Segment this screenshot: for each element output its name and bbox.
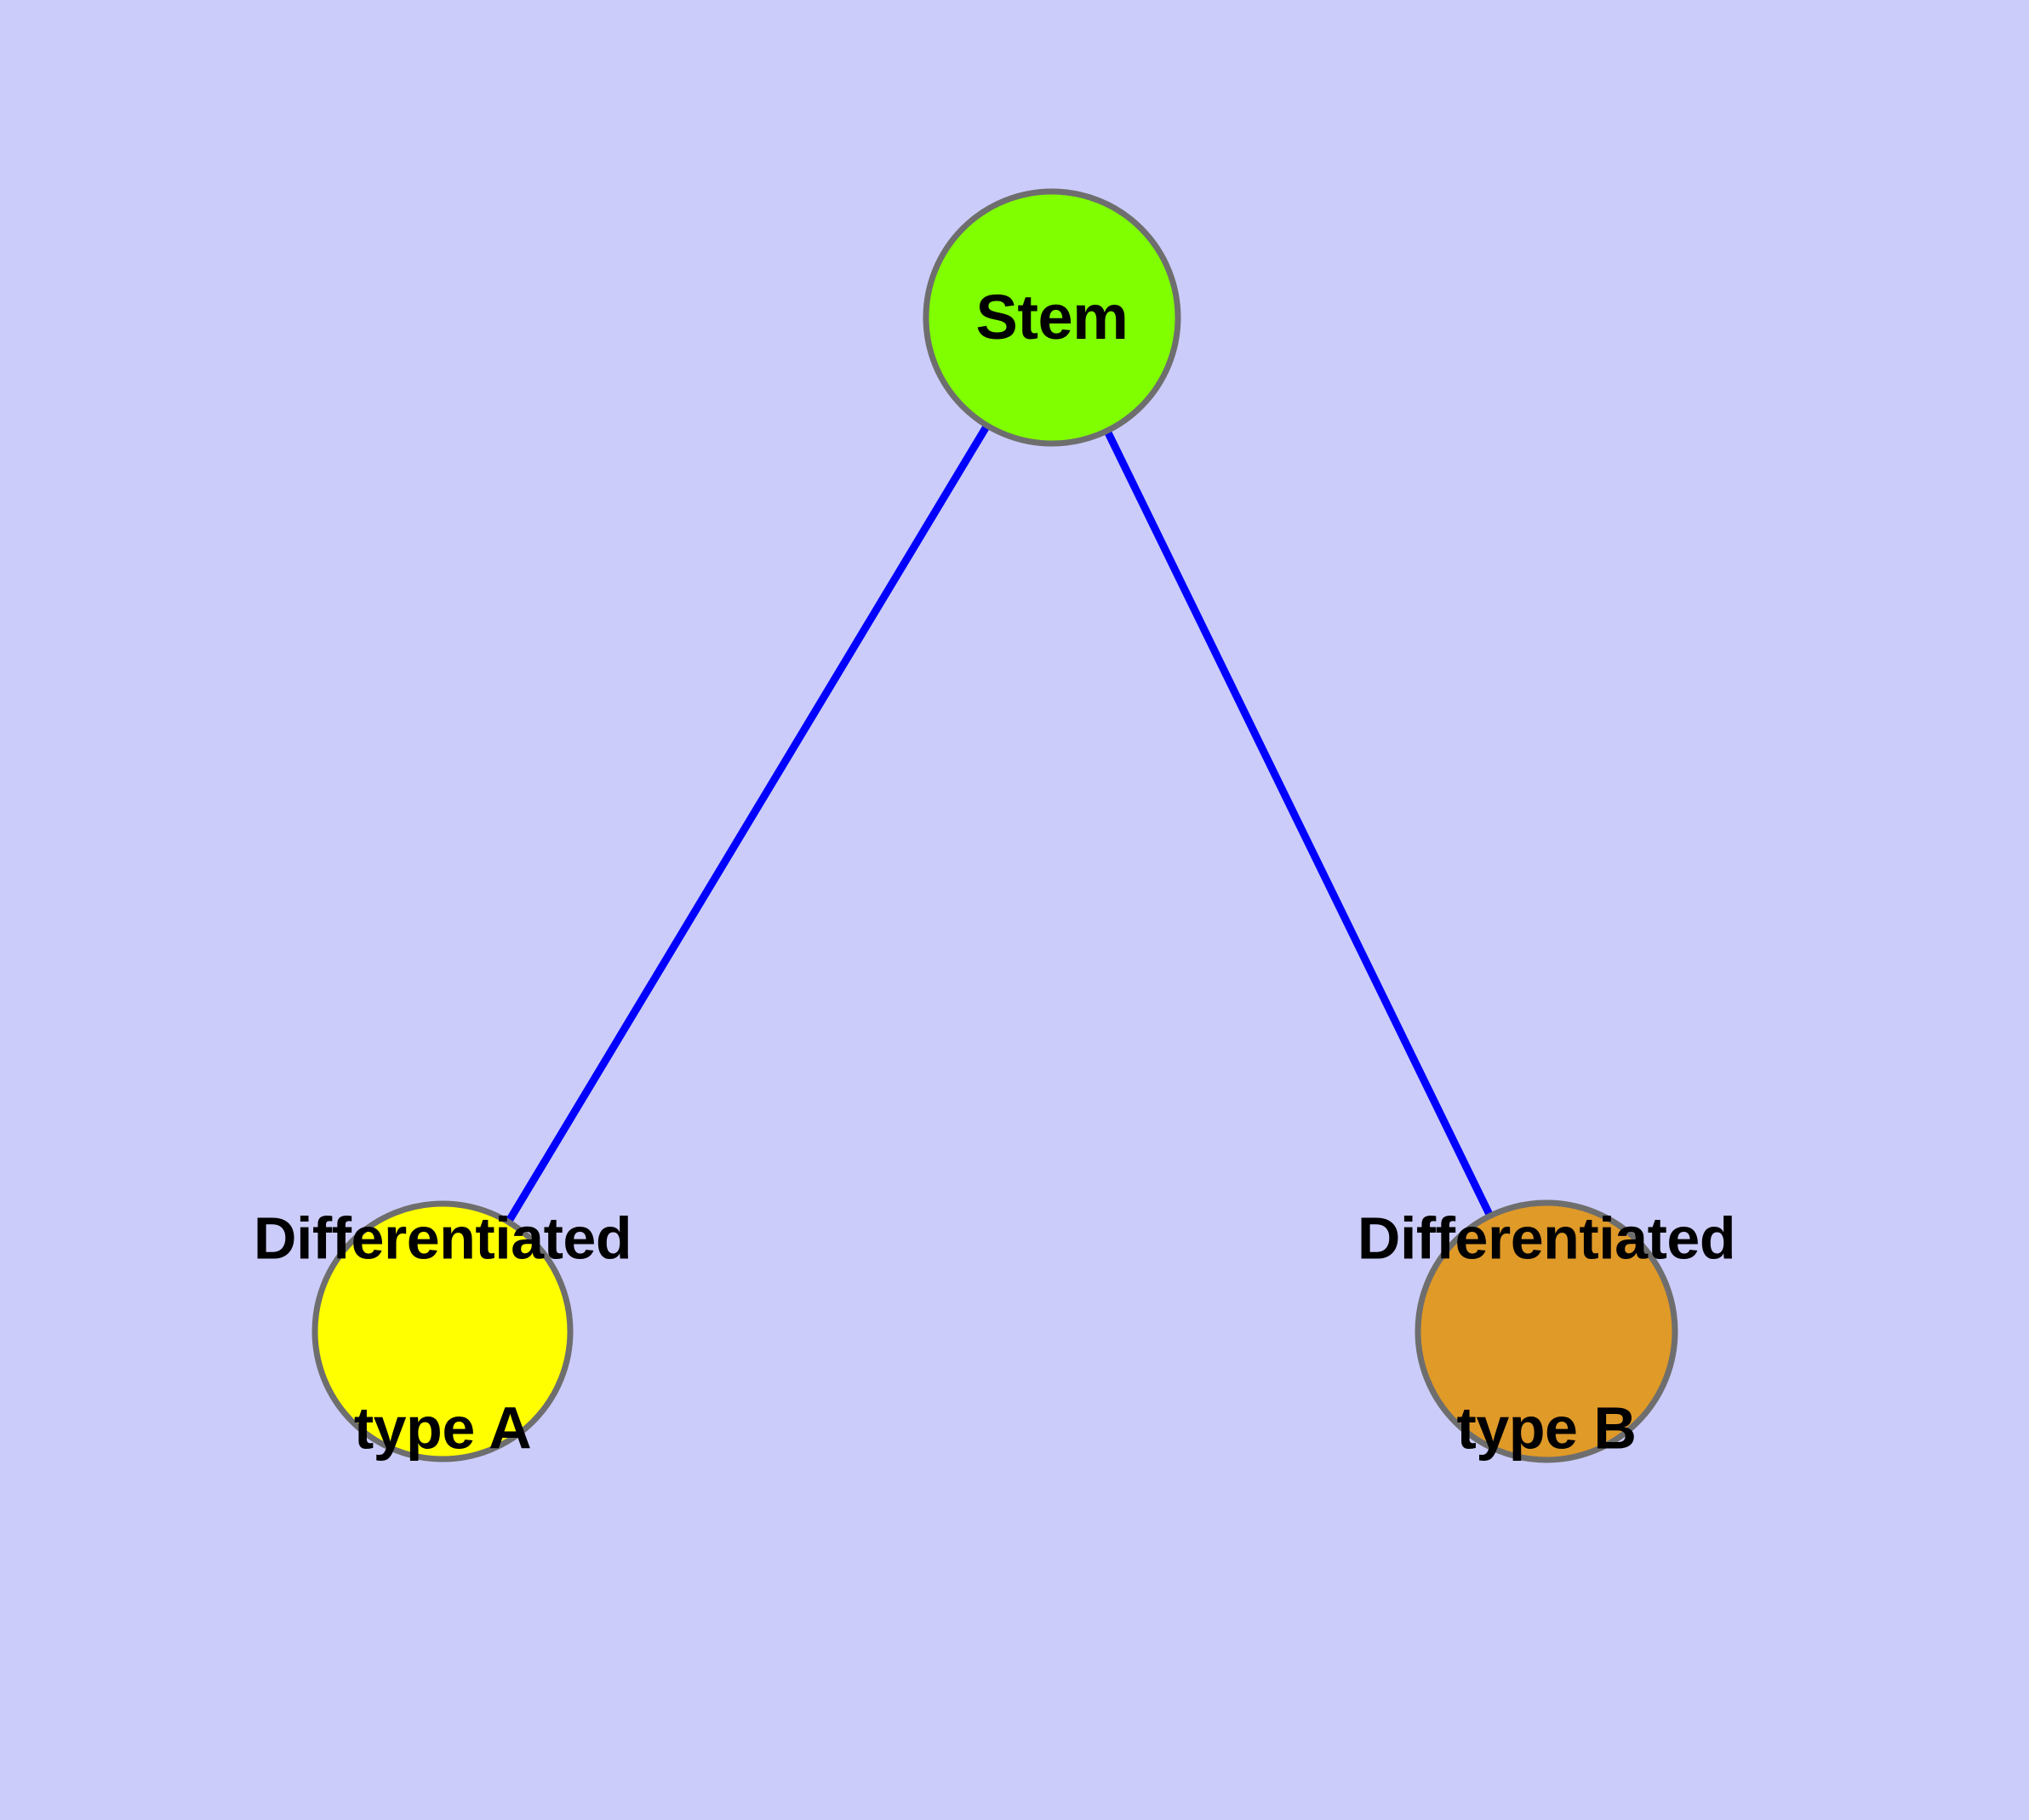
node-differentiated-type-a[interactable] [311,1200,574,1462]
edge-stem-to-differentiated-type-b[interactable] [1100,421,1498,1226]
edge-layer [500,415,1498,1232]
node-stem[interactable] [923,188,1181,447]
node-differentiated-type-b[interactable] [1415,1199,1678,1463]
node-layer [311,188,1678,1463]
edge-stem-to-differentiated-type-a[interactable] [500,415,995,1232]
